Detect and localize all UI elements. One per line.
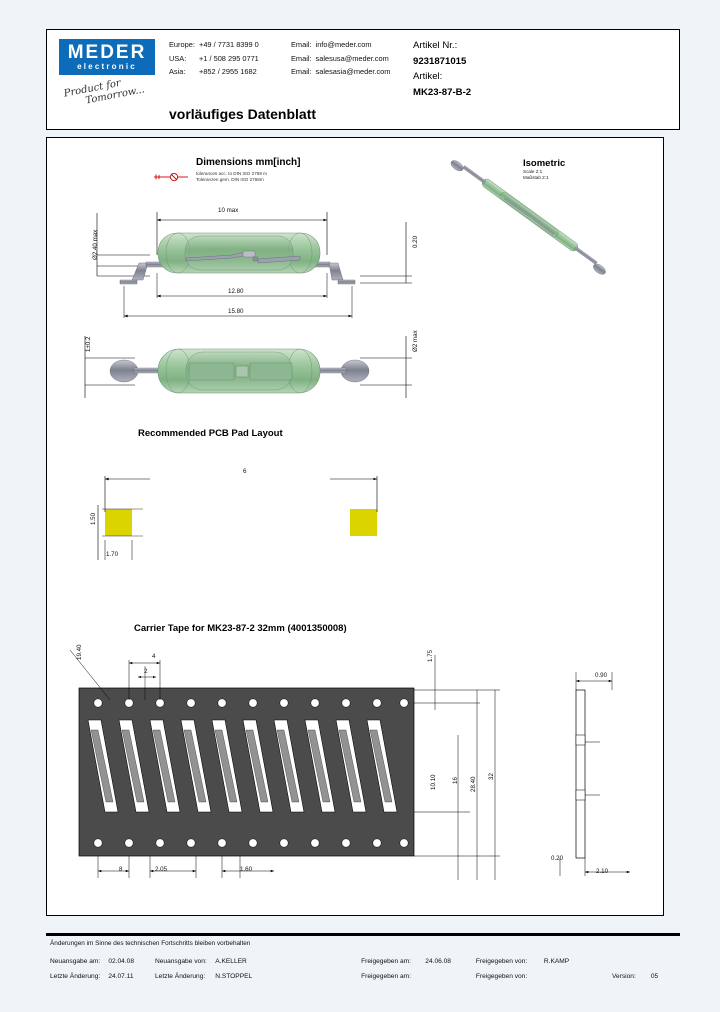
footer-revision-table: Neuansgabe am: 02.04.08 Neuansgabe von: …: [50, 954, 680, 984]
contact-row: USA: +1 / 508 295 0771 Email: salesusa@m…: [169, 52, 390, 66]
pcb-pad-left: [105, 509, 132, 536]
article-info: Artikel Nr.: 9231871015 Artikel: MK23-87…: [413, 38, 471, 100]
footer-release-date-label-2: Freigegeben am:: [361, 973, 411, 980]
footer-release-date-label: Freigegeben am:: [361, 958, 411, 965]
contact-email-label: Email:: [291, 67, 312, 76]
dim-tape-pocket-len: 10.10: [430, 774, 437, 790]
dim-lead-thickness: 0.20: [412, 235, 419, 248]
dim-pcb-pad-height: 1.50: [90, 512, 97, 525]
dimensions-tolerance-note: tolerances acc. to DIN ISO 2768 m Tolera…: [196, 171, 267, 183]
dim-tape-depth-210: 2.10: [596, 868, 609, 875]
footer-released-by-label: Freigegeben von:: [475, 958, 528, 965]
footer-version-value: 05: [650, 973, 659, 980]
dim-top-diameter-max: Ø2 max: [412, 330, 419, 352]
tolerance-line-2: Toleranzen gem. DIN ISO 2768m: [196, 177, 264, 182]
footer-last-change-label: Letzte Änderung:: [50, 973, 101, 980]
dim-length-max: 10 max: [218, 207, 239, 214]
footer-version-label: Version:: [611, 973, 636, 980]
contact-region: USA:: [169, 53, 187, 63]
document-title: vorläufiges Datenblatt: [169, 106, 317, 122]
footer-issued-by-label: Neuansgabe von:: [155, 958, 207, 965]
footer-release-date-value: 24.06.08: [425, 958, 451, 965]
contact-info: Europe: +49 / 7731 8399 0 Email: info@me…: [169, 38, 390, 79]
article-number-value: 9231871015: [413, 55, 467, 67]
dim-diameter-max: Ø2.40 max: [92, 229, 99, 260]
footer-released-by-label-2: Freigegeben von:: [475, 973, 528, 980]
dim-tape-pocket-pitch: 8: [119, 866, 123, 873]
dim-tape-width-284: 28.40: [470, 776, 477, 792]
contact-phone: +852 / 2955 1682: [199, 67, 257, 76]
isometric-scale-note: Scale 2:1 Maßstab 2:1: [523, 169, 549, 181]
dim-overall-length: 15.80: [228, 308, 244, 315]
contact-email: salesusa@meder.com: [315, 53, 389, 63]
meder-logo: MEDER electronic: [59, 39, 155, 75]
article-label: Artikel:: [413, 71, 443, 82]
isometric-scale-1: Scale 2:1: [523, 169, 543, 174]
pcb-pad-right: [350, 509, 377, 536]
dim-pad-width: 1±0.2: [85, 336, 92, 352]
footer-issue-date-label: Neuansgabe am:: [50, 958, 101, 965]
dim-tape-hole-dia: 2: [144, 668, 148, 675]
footer-last-change-by-label: Letzte Änderung:: [155, 973, 206, 980]
tolerance-line-1: tolerances acc. to DIN ISO 2768 m: [196, 171, 267, 176]
logo-subtitle: electronic: [77, 61, 137, 71]
dimensions-title: Dimensions mm[inch]: [196, 157, 301, 168]
isometric-title: Isometric: [523, 158, 566, 169]
contact-region: Europe:: [169, 40, 195, 49]
contact-phone: +1 / 508 295 0771: [199, 53, 259, 63]
header-block: MEDER electronic Product for Tomorrow...…: [46, 29, 680, 130]
contact-region: Asia:: [169, 67, 186, 76]
dim-tape-center-16: 16: [452, 777, 459, 784]
contact-email-label: Email:: [291, 53, 312, 63]
dim-tape-depth-020: 0.20: [551, 855, 564, 862]
dim-body-length: 12.80: [228, 288, 244, 295]
footer-row: Letzte Änderung: 24.07.11 Letzte Änderun…: [50, 969, 680, 984]
footer-issued-by-value: A.KELLER: [215, 958, 247, 965]
signature-graphic: Product for Tomorrow...: [63, 68, 177, 120]
dim-tape-edge: 1.75: [427, 649, 434, 662]
footer-released-by-value: R.KAMP: [543, 958, 570, 965]
dim-tape-width-32: 32: [488, 773, 495, 780]
dim-tape-pocket-offset: 1.60: [240, 866, 253, 873]
article-number-label: Artikel Nr.:: [413, 40, 458, 51]
dim-pcb-pitch: 6: [243, 468, 247, 475]
footer-last-change-by-value: N.STOPPEL: [215, 973, 253, 980]
contact-email: info@meder.com: [315, 40, 372, 49]
isometric-scale-2: Maßstab 2:1: [523, 175, 549, 180]
footer-divider: [46, 933, 680, 936]
contact-email: salesasia@meder.com: [315, 67, 391, 76]
dim-tape-hole-pitch: 4: [152, 653, 156, 660]
contact-phone: +49 / 7731 8399 0: [199, 40, 259, 49]
article-value: MK23-87-B-2: [413, 86, 472, 98]
dim-tape-depth-090: 0.90: [595, 672, 608, 679]
dim-tape-pocket-width: 2.05: [155, 866, 168, 873]
contact-row: Europe: +49 / 7731 8399 0 Email: info@me…: [169, 38, 390, 52]
footer-row: Neuansgabe am: 02.04.08 Neuansgabe von: …: [50, 954, 680, 969]
footer-disclaimer: Änderungen im Sinne des technischen Fort…: [50, 940, 251, 947]
logo-wordmark: MEDER: [67, 41, 147, 63]
pcb-pad-layout-title: Recommended PCB Pad Layout: [138, 428, 283, 439]
footer-last-change-date: 24.07.11: [108, 973, 134, 980]
dim-tape-angle: 19.40: [76, 644, 83, 660]
contact-row: Asia: +852 / 2955 1682 Email: salesasia@…: [169, 65, 390, 79]
dim-pcb-pad-width: 1.70: [106, 551, 119, 558]
footer-issue-date-value: 02.04.08: [108, 958, 134, 965]
contact-email-label: Email:: [291, 40, 312, 49]
carrier-tape-title: Carrier Tape for MK23-87-2 32mm (4001350…: [134, 623, 347, 634]
